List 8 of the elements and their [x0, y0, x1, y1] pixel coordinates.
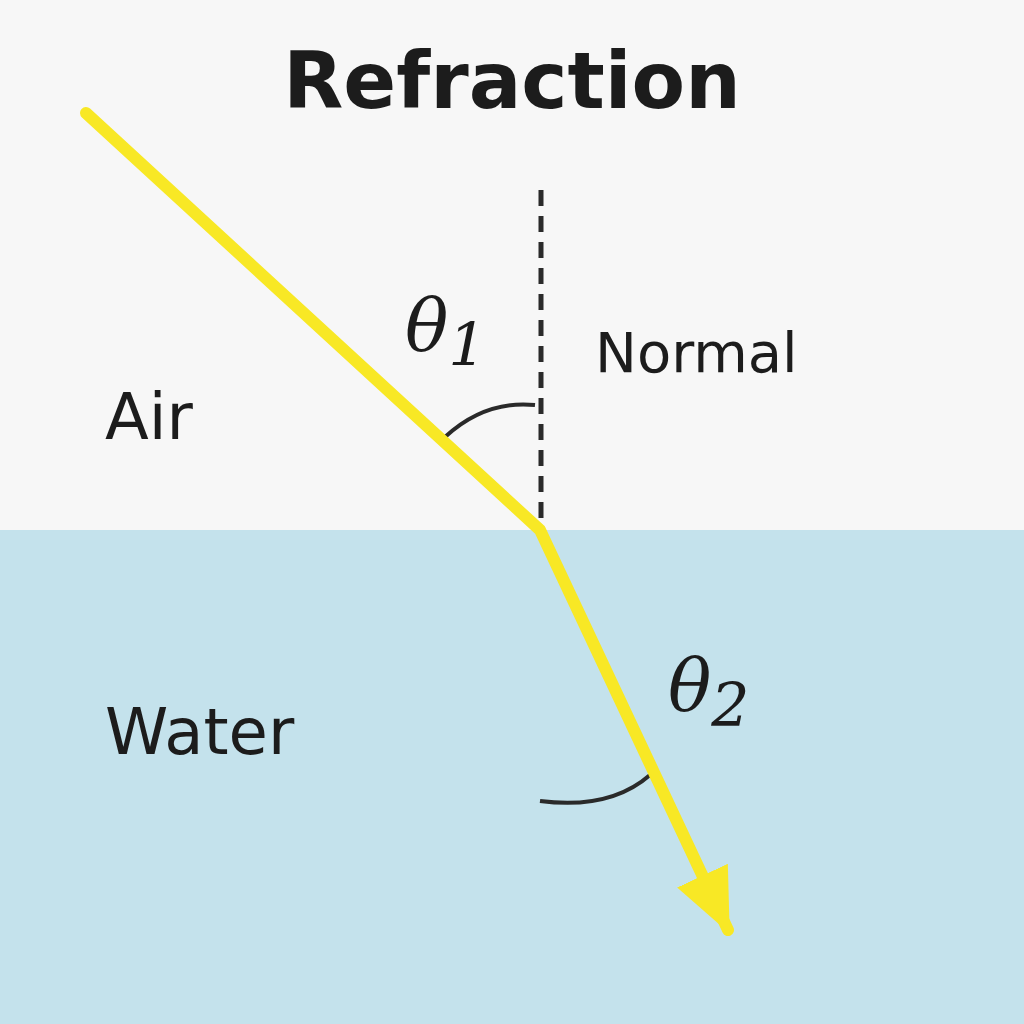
angle-label: θ$_{1}$ — [405, 290, 487, 376]
medium-label: Water — [105, 700, 295, 764]
angle-label: θ$_{2}$ — [668, 650, 750, 736]
normal-label: Normal — [595, 325, 798, 381]
light-ray-arrow — [80, 107, 734, 936]
water-region — [0, 530, 1024, 1024]
title: Refraction — [282, 42, 742, 120]
medium-label: Air — [105, 385, 193, 449]
